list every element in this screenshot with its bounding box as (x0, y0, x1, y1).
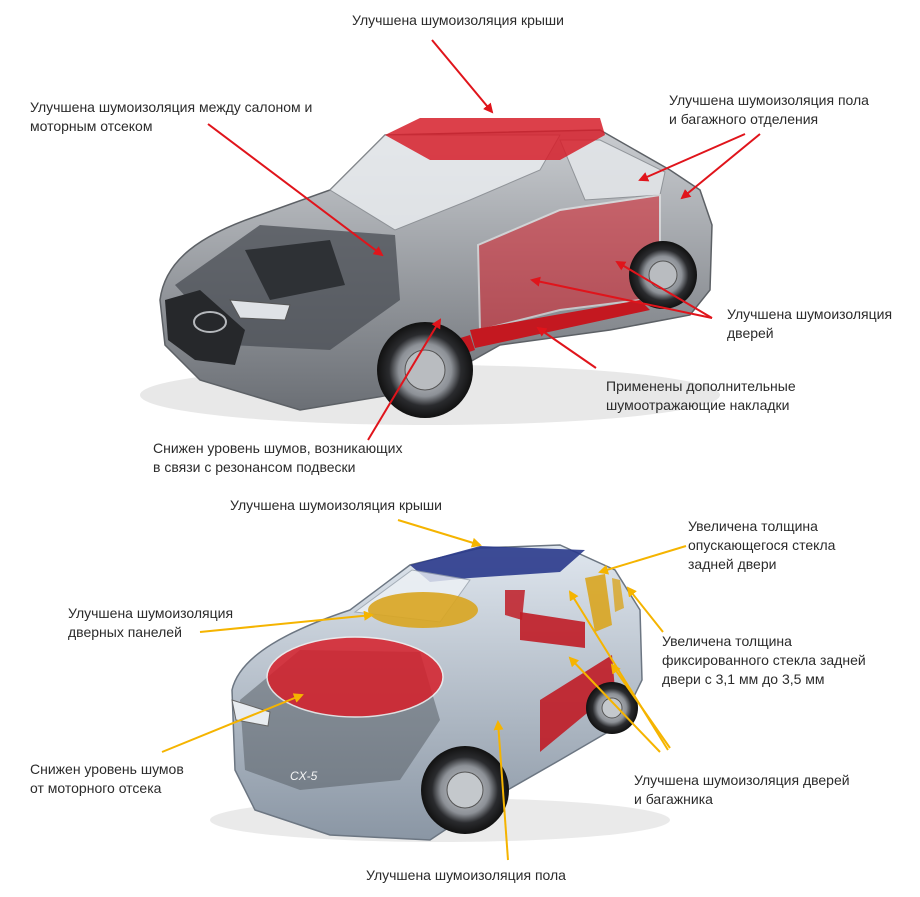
sedan-illustration (140, 118, 720, 425)
arrow-roof (431, 39, 494, 114)
arrow-door-panels (199, 610, 374, 633)
label-sedan-extra-pads: Применены дополнительные шумоотражающие … (606, 378, 796, 413)
suv-model-badge: CX-5 (290, 769, 318, 783)
sedan-callout-arrows (207, 39, 761, 441)
label-suv-engine-bay: Снижен уровень шумов от моторного отсека (30, 761, 184, 796)
arrow-fixed-glass (626, 586, 664, 633)
arrow-suv-roof (397, 519, 482, 548)
label-suv-doors-trunk: Улучшена шумоизоляция дверей и багажника (634, 772, 850, 807)
arrow-drop-glass (598, 545, 687, 575)
arrow-door-front (530, 276, 713, 319)
label-suv-floor: Улучшена шумоизоляция пола (366, 867, 566, 883)
arrow-door-rear (615, 260, 713, 319)
label-suv-fixed-glass: Увеличена толщина фиксированного стекла … (662, 633, 866, 687)
arrow-suspension (367, 318, 442, 441)
label-sedan-roof: Улучшена шумоизоляция крыши (352, 12, 564, 28)
arrow-side-door (568, 656, 661, 753)
arrow-floor (638, 133, 746, 182)
arrow-engine-bay (161, 693, 304, 753)
arrow-engine-cabin (207, 123, 384, 257)
arrow-floor (493, 720, 509, 861)
label-suv-roof: Улучшена шумоизоляция крыши (230, 497, 442, 513)
suv-illustration (210, 544, 670, 842)
label-suv-door-panels: Улучшена шумоизоляция дверных панелей (68, 605, 234, 640)
arrow-trunk-door (610, 663, 671, 749)
label-suv-drop-glass: Увеличена толщина опускающегося стекла з… (688, 518, 836, 572)
arrow-trunk (680, 133, 761, 200)
arrow-pads (536, 326, 597, 369)
label-sedan-engine-cabin: Улучшена шумоизоляция между салоном и мо… (30, 99, 313, 134)
label-sedan-floor-trunk: Улучшена шумоизоляция пола и багажного о… (669, 92, 869, 127)
label-sedan-doors: Улучшена шумоизоляция дверей (727, 306, 893, 341)
label-sedan-suspension: Снижен уровень шумов, возникающих в связ… (153, 440, 403, 475)
suv-callout-arrows (161, 519, 687, 861)
